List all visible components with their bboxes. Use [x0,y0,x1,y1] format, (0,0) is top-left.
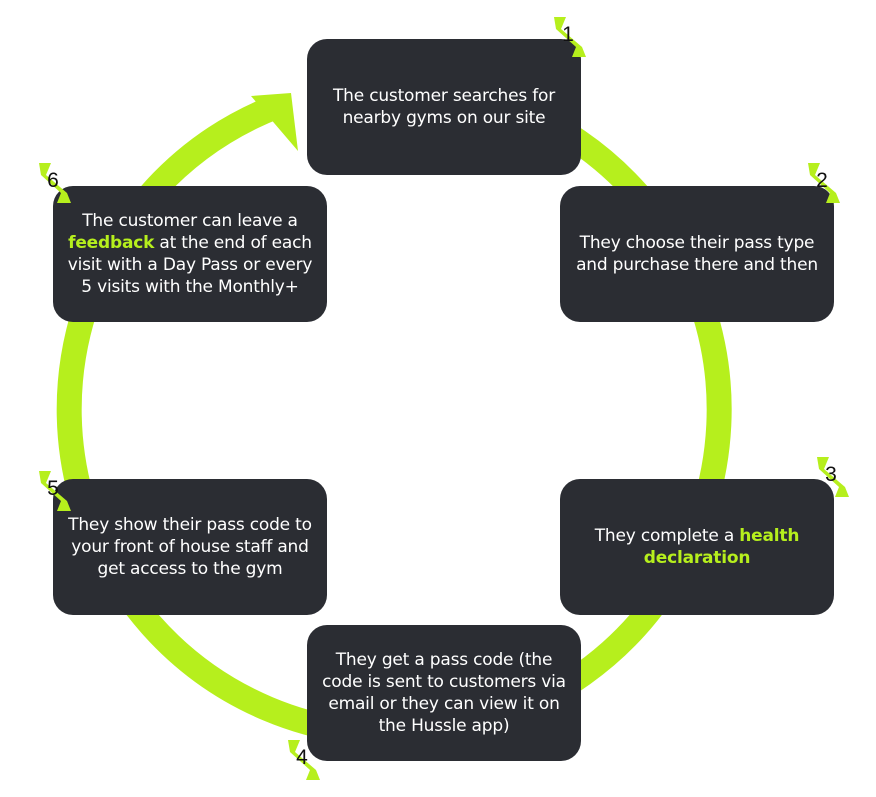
badge-shape-icon [554,17,586,57]
step-text-6: The customer can leave a feedback at the… [65,210,315,298]
badge-shape-icon [817,457,849,497]
step-box-5: They show their pass code to your front … [53,479,327,615]
step-box-1: The customer searches for nearby gyms on… [307,39,581,175]
step-badge-2: 2 [804,163,840,203]
step-text-1: The customer searches for nearby gyms on… [332,86,556,128]
step-text-6-lead: The customer can leave a [82,211,298,231]
step-box-3: They complete a health declaration [560,479,834,615]
step-badge-1: 1 [550,17,586,57]
badge-shape-icon [39,163,71,203]
step-number-4: 4 [296,746,308,769]
step-text-2: They choose their pass type and purchase… [576,233,818,275]
step-badge-3: 3 [813,457,849,497]
feedback-highlight: feedback [68,233,155,253]
step-number-2: 2 [816,169,828,192]
cycle-arrowhead [251,93,298,151]
step-number-5: 5 [47,477,59,500]
step-number-3: 3 [825,463,837,486]
step-text-6-tail: at the end of each visit with a Day Pass… [67,233,313,297]
step-text-3-lead: They complete a [594,526,740,546]
step-text-4: They get a pass code (the code is sent t… [322,650,566,736]
step-box-4: They get a pass code (the code is sent t… [307,625,581,761]
badge-shape-icon [808,163,840,203]
health-declaration-highlight: health declaration [643,526,800,568]
step-box-6: The customer can leave a feedback at the… [53,186,327,322]
step-text-3: They complete a health declaration [572,525,822,569]
badge-shape-icon [288,740,320,780]
step-number-1: 1 [562,23,574,46]
badge-shape-icon [39,471,71,511]
step-number-6: 6 [47,169,59,192]
step-badge-5: 5 [35,471,71,511]
step-text-5: They show their pass code to your front … [68,515,312,579]
step-badge-4: 4 [284,740,320,780]
step-badge-6: 6 [35,163,71,203]
step-box-2: They choose their pass type and purchase… [560,186,834,322]
